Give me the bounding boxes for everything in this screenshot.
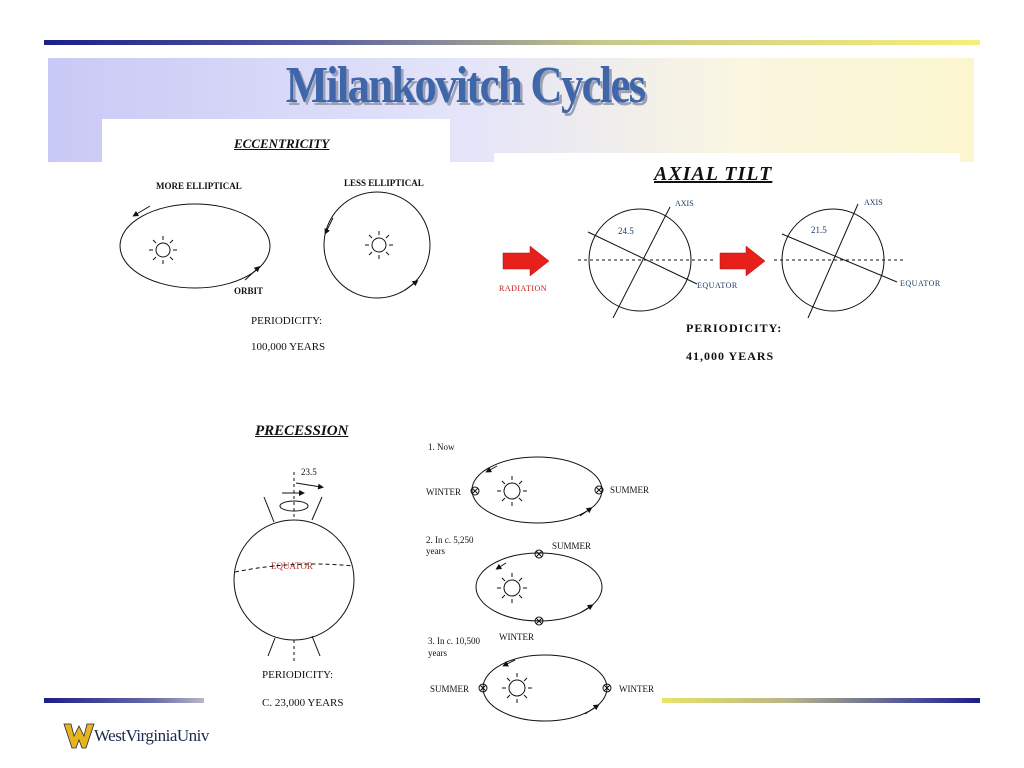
stage-2-label-line1: 2. In c. 5,250 bbox=[426, 535, 474, 545]
earth-globe-1 bbox=[588, 208, 692, 312]
stage-3-winter: WINTER bbox=[619, 684, 654, 694]
earth-marker-icon bbox=[534, 549, 544, 559]
precession-periodicity-label: PERIODICITY: bbox=[262, 669, 334, 681]
stage-3-label-line2: years bbox=[428, 648, 447, 658]
stage-1-winter: WINTER bbox=[426, 487, 461, 497]
university-name: WestVirginiaUniv bbox=[94, 726, 209, 745]
sun-icon bbox=[365, 231, 393, 259]
stage-2-summer: SUMMER bbox=[552, 541, 592, 551]
precession-earth bbox=[233, 519, 355, 641]
elliptical-orbit bbox=[119, 203, 271, 289]
axial-tilt-periodicity-label: PERIODICITY: bbox=[686, 321, 783, 335]
earth-marker-icon bbox=[594, 485, 604, 495]
stage-2-label-line2: years bbox=[426, 546, 445, 556]
slide-title: Milankovitch Cycles bbox=[285, 57, 646, 114]
top-accent-bar bbox=[44, 40, 980, 45]
orbit-label: ORBIT bbox=[234, 286, 264, 296]
axial-tilt-heading: AXIAL TILT bbox=[654, 163, 773, 185]
stage-2-winter: WINTER bbox=[499, 632, 534, 642]
equator-label-1: EQUATOR bbox=[697, 281, 738, 290]
earth-marker-icon bbox=[602, 683, 612, 693]
stage-3-label-line1: 3. In c. 10,500 bbox=[428, 636, 480, 646]
precession-angle: 23.5 bbox=[301, 467, 317, 477]
eccentricity-heading: ECCENTRICITY bbox=[234, 136, 330, 151]
earth-marker-icon bbox=[478, 683, 488, 693]
stage-3-summer: SUMMER bbox=[430, 684, 470, 694]
tilt-angle-2: 21.5 bbox=[811, 225, 827, 235]
orbit-direction-arrow-3 bbox=[324, 217, 334, 235]
stage-1-label: 1. Now bbox=[428, 442, 455, 452]
orbit-direction-arrow-2 bbox=[244, 265, 261, 281]
sun-icon bbox=[497, 573, 527, 603]
bottom-left-accent-bar bbox=[44, 698, 204, 703]
stage-1-summer: SUMMER bbox=[610, 485, 650, 495]
precession-panel bbox=[196, 404, 662, 724]
wvu-logo-icon bbox=[63, 723, 95, 749]
eccentricity-periodicity-label: PERIODICITY: bbox=[251, 315, 323, 327]
radiation-arrow-2 bbox=[719, 245, 766, 277]
orbit-direction-arrow bbox=[132, 205, 151, 217]
axis-label-1: AXIS bbox=[675, 199, 694, 208]
bottom-right-accent-bar bbox=[662, 698, 980, 703]
circular-orbit bbox=[323, 191, 431, 299]
sun-icon bbox=[149, 236, 177, 264]
precession-heading: PRECESSION bbox=[255, 423, 349, 439]
more-elliptical-label: MORE ELLIPTICAL bbox=[156, 181, 242, 191]
sun-icon bbox=[502, 673, 532, 703]
tilt-angle-1: 24.5 bbox=[618, 226, 634, 236]
axis-label-2: AXIS bbox=[864, 198, 883, 207]
stage-3-orbit bbox=[482, 654, 608, 722]
earth-marker-icon bbox=[470, 486, 480, 496]
radiation-arrow bbox=[502, 245, 550, 277]
eccentricity-periodicity-value: 100,000 YEARS bbox=[251, 341, 326, 353]
orbit-direction-arrow-4 bbox=[404, 280, 419, 291]
stage-1-orbit bbox=[471, 456, 603, 524]
radiation-label: RADIATION bbox=[499, 284, 548, 293]
axial-tilt-periodicity-value: 41,000 YEARS bbox=[686, 349, 775, 363]
less-elliptical-label: LESS ELLIPTICAL bbox=[344, 178, 424, 188]
precession-equator-label: EQUATOR bbox=[271, 561, 313, 571]
precession-periodicity-value: C. 23,000 YEARS bbox=[262, 697, 344, 709]
equator-label-2: EQUATOR bbox=[900, 279, 941, 288]
sun-icon bbox=[497, 476, 527, 506]
earth-marker-icon bbox=[534, 616, 544, 626]
